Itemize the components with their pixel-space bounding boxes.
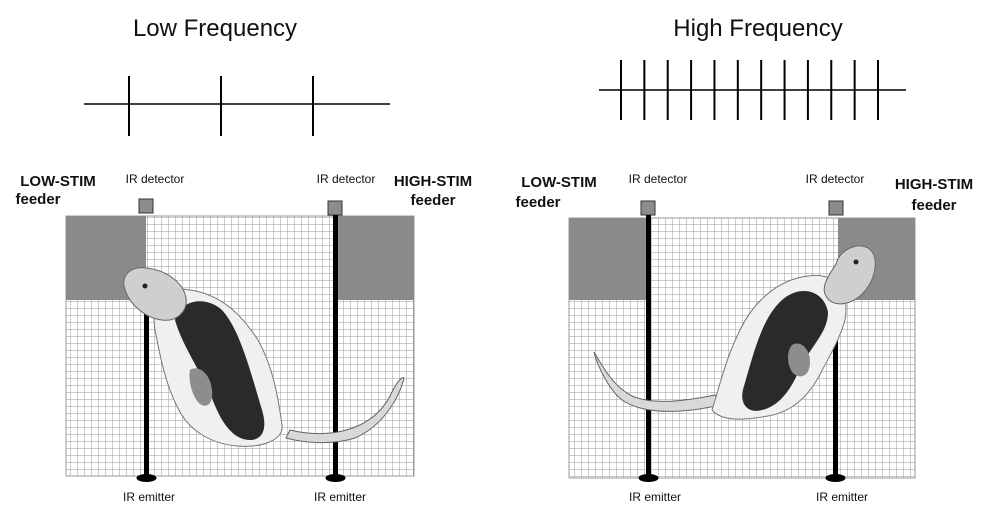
ir-detector-left <box>138 198 154 214</box>
ir-detector-right-label: IR detector <box>317 172 376 186</box>
panel-high-frequency: High Frequency LOW-STIM feeder HIGH-STIM… <box>515 15 973 504</box>
ir-emitter-left <box>136 474 157 482</box>
pulses <box>620 60 879 120</box>
pulse-train <box>599 60 906 120</box>
low-stim-feeder <box>569 218 647 300</box>
ir-detector-left-label: IR detector <box>126 172 185 186</box>
ir-emitter-right <box>325 474 346 482</box>
feeder-left-label-2: feeder <box>515 194 560 211</box>
panel-title: Low Frequency <box>133 15 297 42</box>
ir-emitter-left-label: IR emitter <box>629 490 681 504</box>
ir-emitter-right-label: IR emitter <box>816 490 868 504</box>
feeder-left-label: LOW-STIM <box>521 174 597 191</box>
ir-beam-right <box>333 215 338 478</box>
feeder-right-label: HIGH-STIM <box>394 173 472 190</box>
panel-low-frequency: Low Frequency LOW-STIM feeder HIGH-STIM … <box>15 15 472 504</box>
feeder-left-label: LOW-STIM <box>20 173 96 190</box>
pulses <box>128 76 314 136</box>
ir-emitter-left-label: IR emitter <box>123 490 175 504</box>
rat-illustration <box>123 267 405 447</box>
feeder-right-label-2: feeder <box>911 197 956 214</box>
ir-beam-left <box>144 300 149 478</box>
feeder-right-label: HIGH-STIM <box>895 176 973 193</box>
pulse-train <box>84 76 390 136</box>
ir-emitter-right-label: IR emitter <box>314 490 366 504</box>
high-stim-feeder <box>336 216 414 300</box>
panel-title: High Frequency <box>673 15 842 42</box>
ir-beam-right <box>833 300 838 478</box>
feeder-right-label-2: feeder <box>410 192 455 209</box>
ir-emitter-right <box>825 474 846 482</box>
ir-detector-left <box>640 200 656 216</box>
ir-detector-right-label: IR detector <box>806 172 865 186</box>
ir-detector-right <box>327 200 343 216</box>
ir-emitter-left <box>638 474 659 482</box>
ir-beam-left <box>646 215 651 478</box>
ir-detector-right <box>828 200 844 216</box>
rat-illustration <box>593 245 876 420</box>
ir-detector-left-label: IR detector <box>629 172 688 186</box>
feeder-left-label-2: feeder <box>15 191 60 208</box>
